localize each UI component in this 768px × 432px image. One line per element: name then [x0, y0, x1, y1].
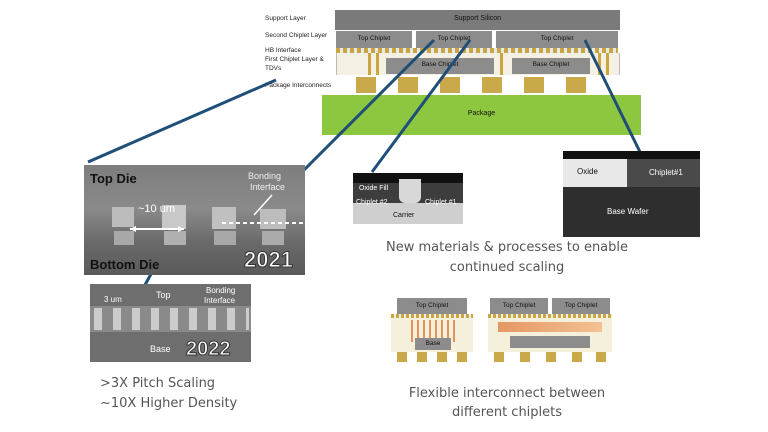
- top-chiplet-label: Top Chiplet: [437, 35, 471, 42]
- tdv: [500, 53, 503, 75]
- flex-left-top-chiplet: Top Chiplet: [415, 302, 449, 309]
- bottom-die-label: Bottom Die: [90, 257, 160, 272]
- top-chiplet-2: Top Chiplet: [416, 31, 492, 48]
- support-silicon-label: Support Silicon: [453, 15, 502, 22]
- support-silicon: Support Silicon: [335, 10, 620, 30]
- materials-caption-line2: continued scaling: [449, 260, 565, 275]
- flex-diagram-right: Top Chiplet Top Chiplet: [488, 298, 613, 364]
- tdv: [606, 53, 609, 75]
- package-label: Package: [467, 110, 496, 117]
- top-chiplet-label: Top Chiplet: [540, 35, 574, 42]
- base-chiplet-2: Base Chiplet: [512, 58, 590, 74]
- interface-label: Interface: [250, 182, 286, 192]
- pointer-line: [298, 38, 436, 176]
- chiplet1-label: Chiplet#1: [649, 168, 683, 177]
- year-2021-label: 2021: [244, 247, 294, 273]
- top-label: Top: [156, 290, 171, 300]
- bonding-label: Bonding: [248, 171, 282, 181]
- flex-diagram-left: Top Chiplet Base: [387, 298, 477, 364]
- flex-left-base: Base: [425, 340, 441, 347]
- oxide-label: Oxide: [577, 167, 598, 176]
- pointer-line: [370, 39, 472, 173]
- chiplet-1-label: Chiplet #1: [425, 199, 457, 206]
- materials-caption-line1: New materials & processes to enable: [385, 240, 629, 255]
- tdv: [598, 53, 601, 75]
- top-chiplet-1: Top Chiplet: [336, 31, 412, 48]
- pitch-3um-label: 3 um: [104, 295, 122, 304]
- year-2022-label: 2022: [186, 338, 231, 361]
- label-support-layer: Support Layer: [265, 15, 306, 22]
- sem-image-oxide-fill: Oxide Fill Chiplet #2 Chiplet #1 Carrier: [353, 173, 463, 224]
- base-label: Base: [150, 344, 171, 354]
- hb-interface-bumps: [336, 48, 618, 53]
- label-package-interconnects: Package Interconnects: [265, 82, 332, 89]
- chiplet-2-label: Chiplet #2: [356, 199, 388, 206]
- sem-image-2022: 3 um Top Bonding Interface Base 2022: [90, 284, 251, 362]
- base-chiplet-label: Base Chiplet: [421, 61, 459, 68]
- pitch-10um-label: ~10 um: [138, 203, 175, 215]
- bonding-label-2022: Bonding: [206, 286, 236, 295]
- pitch-caption-line1: >3X Pitch Scaling: [100, 376, 216, 391]
- flex-caption-line1: Flexible interconnect between: [408, 386, 606, 401]
- package-interconnects: [336, 75, 618, 95]
- label-second-chiplet-layer: Second Chiplet Layer: [265, 32, 328, 39]
- sem-image-base-wafer: Oxide Chiplet#1 Base Wafer: [563, 151, 700, 237]
- tdv: [368, 53, 371, 75]
- top-chiplet-label: Top Chiplet: [357, 35, 391, 42]
- interface-label-2022: Interface: [204, 296, 236, 305]
- base-wafer-label: Base Wafer: [607, 207, 649, 216]
- label-hb-interface: HB Interface: [265, 47, 302, 54]
- label-tdvs: TDVs: [265, 65, 282, 72]
- package-substrate: Package: [322, 95, 641, 135]
- flex-caption-line2: different chiplets: [451, 405, 563, 420]
- pointer-line: [583, 39, 642, 153]
- oxide-fill-label: Oxide Fill: [359, 185, 389, 192]
- pointer-line: [87, 78, 277, 164]
- tdv: [376, 53, 379, 75]
- base-chiplet-label: Base Chiplet: [532, 61, 570, 68]
- flex-right-top-chiplet-2: Top Chiplet: [564, 302, 598, 309]
- sem-image-2021: Top Die Bonding Interface ~10 um Bottom …: [84, 165, 305, 275]
- top-die-label: Top Die: [90, 171, 137, 186]
- flex-right-top-chiplet-1: Top Chiplet: [502, 302, 536, 309]
- carrier-label: Carrier: [393, 212, 415, 219]
- label-first-chiplet-layer: First Chiplet Layer &: [265, 56, 324, 63]
- pitch-caption-line2: ~10X Higher Density: [100, 396, 238, 411]
